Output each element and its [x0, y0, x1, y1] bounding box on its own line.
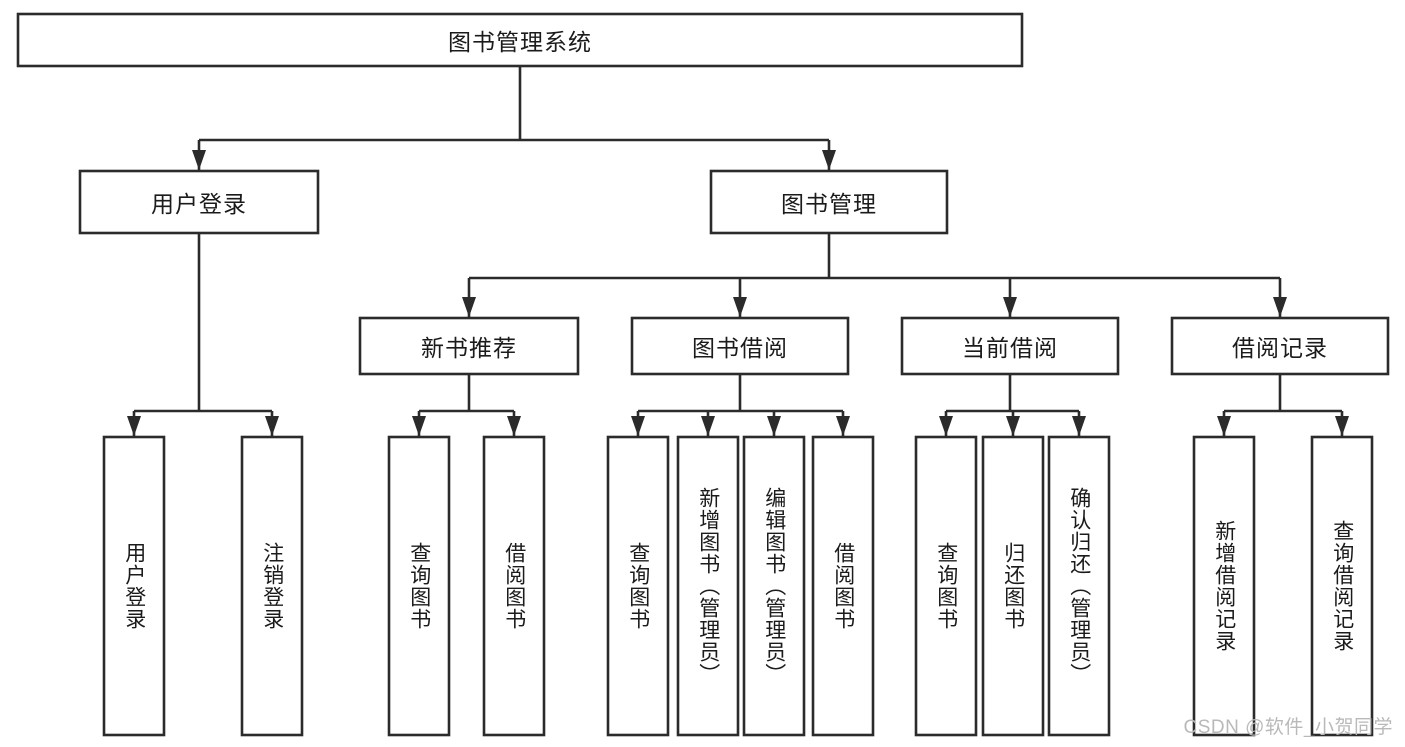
arrow-head-login	[192, 150, 206, 170]
node-box-record	[1170, 316, 1390, 376]
edges-layer	[127, 66, 1349, 436]
node-box-leaf-edit-book-admin	[742, 435, 806, 737]
node-box-login	[78, 169, 320, 235]
node-box-newbook	[358, 316, 580, 376]
nodes-layer	[16, 12, 1390, 737]
node-box-root	[16, 12, 1024, 68]
arrow-head-leaf-confirm-return-admin	[1072, 416, 1086, 436]
arrow-head-leaf-query-book-borrow	[631, 416, 645, 436]
arrow-head-leaf-user-login	[127, 416, 141, 436]
node-box-leaf-borrow-book	[811, 435, 875, 737]
node-box-leaf-query-book-current	[914, 435, 978, 737]
node-box-leaf-user-logout	[240, 435, 304, 737]
node-box-leaf-query-record	[1310, 435, 1374, 737]
arrow-head-leaf-add-book-admin	[701, 416, 715, 436]
arrow-head-borrow	[733, 297, 747, 317]
node-box-leaf-user-login	[102, 435, 166, 737]
node-box-current	[900, 316, 1120, 376]
node-box-borrow	[630, 316, 850, 376]
arrow-head-leaf-query-record	[1335, 416, 1349, 436]
arrow-head-leaf-borrow-book-new	[507, 416, 521, 436]
node-box-leaf-return-book	[981, 435, 1045, 737]
arrow-head-leaf-borrow-book	[836, 416, 850, 436]
arrow-head-leaf-add-record	[1217, 416, 1231, 436]
node-box-leaf-confirm-return-admin	[1047, 435, 1111, 737]
arrow-head-leaf-edit-book-admin	[767, 416, 781, 436]
arrow-head-leaf-user-logout	[265, 416, 279, 436]
node-box-leaf-add-record	[1192, 435, 1256, 737]
arrow-head-current	[1003, 297, 1017, 317]
arrow-head-leaf-query-book-current	[939, 416, 953, 436]
arrow-head-bookmgmt	[822, 150, 836, 170]
arrow-head-leaf-return-book	[1006, 416, 1020, 436]
arrow-head-record	[1273, 297, 1287, 317]
arrow-head-leaf-query-book-new	[412, 416, 426, 436]
arrow-head-newbook	[462, 297, 476, 317]
node-box-leaf-borrow-book-new	[482, 435, 546, 737]
node-box-bookmgmt	[709, 169, 949, 235]
node-box-leaf-query-book-borrow	[606, 435, 670, 737]
node-box-leaf-query-book-new	[387, 435, 451, 737]
node-box-leaf-add-book-admin	[676, 435, 740, 737]
